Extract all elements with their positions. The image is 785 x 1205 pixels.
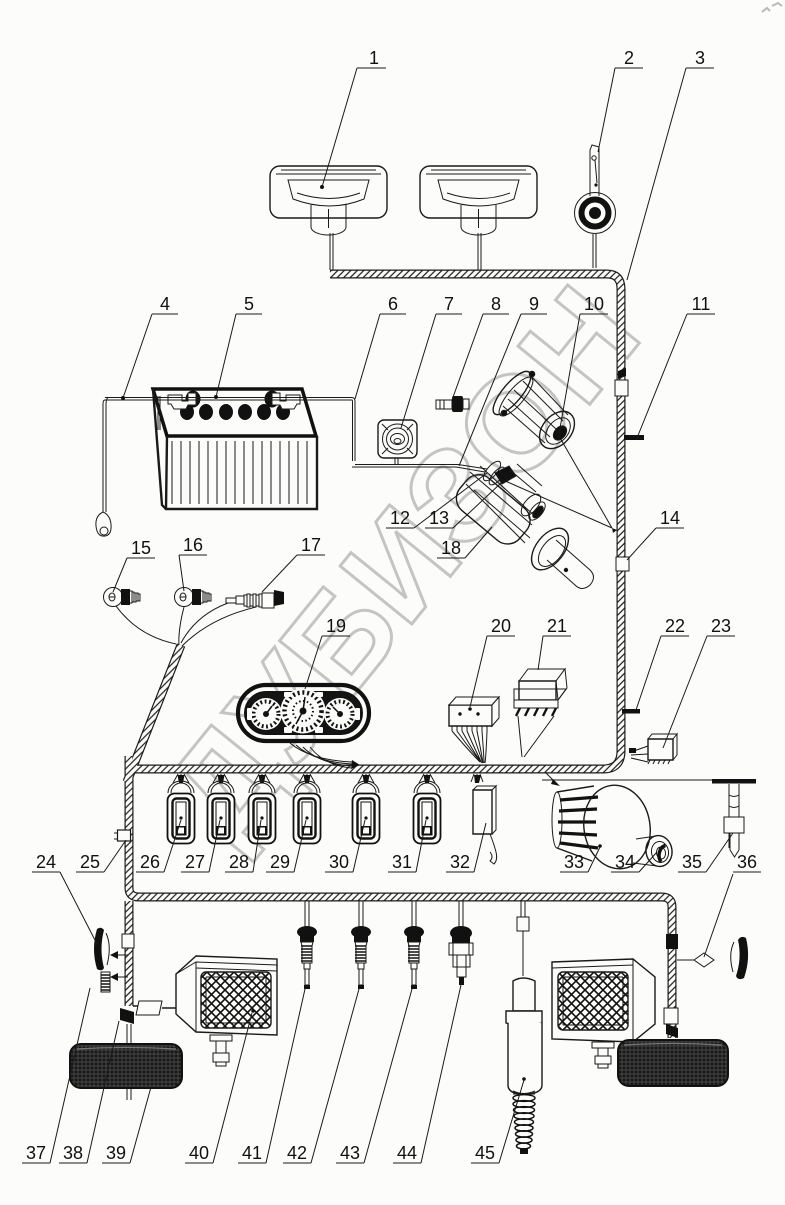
svg-text:43: 43 bbox=[340, 1143, 360, 1163]
svg-text:19: 19 bbox=[326, 616, 346, 636]
svg-text:42: 42 bbox=[287, 1143, 307, 1163]
svg-text:22: 22 bbox=[665, 616, 685, 636]
svg-text:23: 23 bbox=[711, 616, 731, 636]
svg-text:32: 32 bbox=[450, 852, 470, 872]
svg-text:41: 41 bbox=[242, 1143, 262, 1163]
svg-text:13: 13 bbox=[429, 508, 449, 528]
svg-text:21: 21 bbox=[547, 616, 567, 636]
svg-text:31: 31 bbox=[392, 852, 412, 872]
svg-text:40: 40 bbox=[189, 1143, 209, 1163]
svg-text:14: 14 bbox=[660, 508, 680, 528]
svg-text:5: 5 bbox=[244, 294, 254, 314]
svg-text:45: 45 bbox=[475, 1143, 495, 1163]
svg-text:6: 6 bbox=[388, 294, 398, 314]
svg-text:35: 35 bbox=[682, 852, 702, 872]
svg-text:2: 2 bbox=[624, 48, 634, 68]
svg-text:30: 30 bbox=[329, 852, 349, 872]
svg-text:29: 29 bbox=[270, 852, 290, 872]
svg-text:44: 44 bbox=[397, 1143, 417, 1163]
svg-text:3: 3 bbox=[695, 48, 705, 68]
svg-text:18: 18 bbox=[441, 538, 461, 558]
svg-text:17: 17 bbox=[301, 535, 321, 555]
svg-text:33: 33 bbox=[564, 852, 584, 872]
svg-text:10: 10 bbox=[584, 294, 604, 314]
svg-text:34: 34 bbox=[615, 852, 635, 872]
svg-text:12: 12 bbox=[390, 508, 410, 528]
svg-text:7: 7 bbox=[444, 294, 454, 314]
svg-text:16: 16 bbox=[183, 535, 203, 555]
svg-text:9: 9 bbox=[529, 294, 539, 314]
svg-text:24: 24 bbox=[36, 852, 56, 872]
svg-text:15: 15 bbox=[131, 538, 151, 558]
svg-text:37: 37 bbox=[26, 1143, 46, 1163]
svg-text:28: 28 bbox=[229, 852, 249, 872]
svg-text:20: 20 bbox=[491, 616, 511, 636]
svg-text:1: 1 bbox=[369, 48, 379, 68]
svg-text:38: 38 bbox=[63, 1143, 83, 1163]
svg-text:26: 26 bbox=[140, 852, 160, 872]
svg-text:36: 36 bbox=[737, 852, 757, 872]
svg-text:4: 4 bbox=[160, 294, 170, 314]
svg-text:27: 27 bbox=[185, 852, 205, 872]
svg-text:25: 25 bbox=[80, 852, 100, 872]
svg-text:8: 8 bbox=[491, 294, 501, 314]
svg-text:39: 39 bbox=[106, 1143, 126, 1163]
svg-text:11: 11 bbox=[692, 294, 711, 314]
